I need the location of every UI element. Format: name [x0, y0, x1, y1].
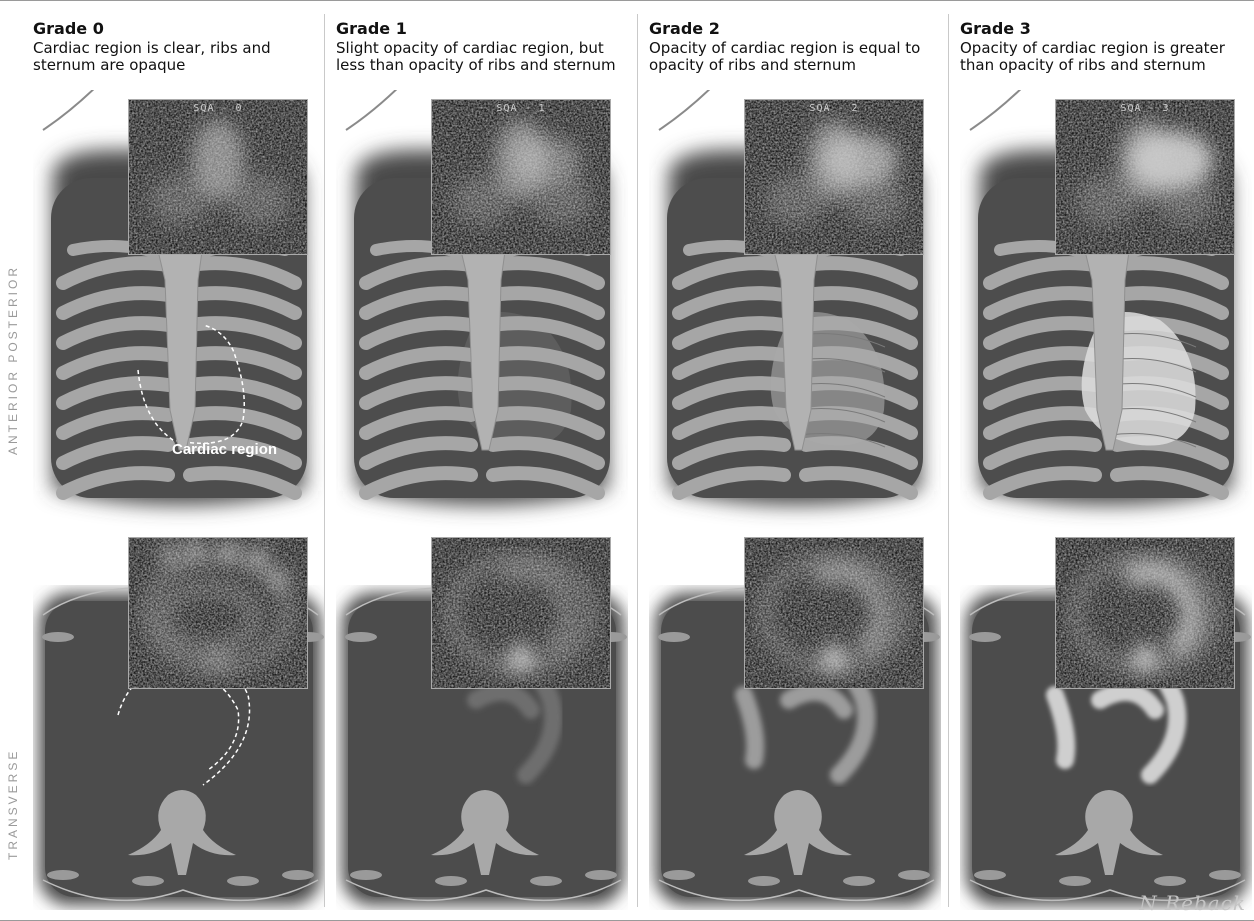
- grade-column-2: Grade 2 Opacity of cardiac region is equa…: [649, 0, 949, 921]
- sqa-grade-label: SQA - 0: [129, 103, 307, 114]
- grade-description: Opacity of cardiac region is greater tha…: [960, 40, 1254, 74]
- scan-noise: [1056, 538, 1234, 688]
- scan-image: [129, 100, 307, 254]
- sqa-grade-label: SQA - 2: [745, 103, 923, 114]
- scan-image: [745, 538, 923, 688]
- scan-image: [745, 100, 923, 254]
- cardiac-region-label: Cardiac region: [172, 441, 277, 458]
- scan-image: [1056, 100, 1234, 254]
- grade-title: Grade 1: [336, 20, 407, 38]
- scan-image: [432, 538, 610, 688]
- scintigraphy-transverse-inset: [1055, 537, 1235, 689]
- scan-noise: [129, 100, 307, 254]
- grade-title: Grade 0: [33, 20, 104, 38]
- scintigraphy-transverse-inset: [128, 537, 308, 689]
- scintigraphy-transverse-inset: [744, 537, 924, 689]
- shoulder-outline: [43, 90, 103, 130]
- column-divider: [637, 14, 638, 907]
- shoulder-outline: [659, 90, 719, 130]
- scan-noise: [129, 538, 307, 688]
- scintigraphy-ap-inset: SQA - 3: [1055, 99, 1235, 255]
- scan-noise: [432, 100, 610, 254]
- shoulder-outline: [970, 90, 1030, 130]
- grade-column-0: Grade 0 Cardiac region is clear, ribs and…: [33, 0, 333, 921]
- scintigraphy-ap-inset: SQA - 2: [744, 99, 924, 255]
- side-label-transverse: TRANSVERSE: [6, 749, 20, 860]
- scan-noise: [1056, 100, 1234, 254]
- artist-signature: N Reback: [1139, 891, 1246, 915]
- grade-title: Grade 2: [649, 20, 720, 38]
- grade-column-1: Grade 1 Slight opacity of cardiac region,…: [336, 0, 636, 921]
- side-label-anterior-posterior: ANTERIOR POSTERIOR: [6, 265, 20, 455]
- column-divider: [948, 14, 949, 907]
- scan-noise: [745, 538, 923, 688]
- grade-description: Slight opacity of cardiac region, but le…: [336, 40, 636, 74]
- scan-noise: [745, 100, 923, 254]
- scan-image: [129, 538, 307, 688]
- grade-title: Grade 3: [960, 20, 1031, 38]
- grade-description: Cardiac region is clear, ribs and sternu…: [33, 40, 333, 74]
- scintigraphy-ap-inset: SQA - 1: [431, 99, 611, 255]
- sqa-grade-label: SQA - 1: [432, 103, 610, 114]
- scintigraphy-transverse-inset: [431, 537, 611, 689]
- shoulder-outline: [346, 90, 406, 130]
- scan-image: [1056, 538, 1234, 688]
- grade-description: Opacity of cardiac region is equal to op…: [649, 40, 949, 74]
- scintigraphy-ap-inset: SQA - 0: [128, 99, 308, 255]
- grade-column-3: Grade 3 Opacity of cardiac region is grea…: [960, 0, 1254, 921]
- sqa-grade-label: SQA - 3: [1056, 103, 1234, 114]
- scan-image: [432, 100, 610, 254]
- column-divider: [324, 14, 325, 907]
- scan-noise: [432, 538, 610, 688]
